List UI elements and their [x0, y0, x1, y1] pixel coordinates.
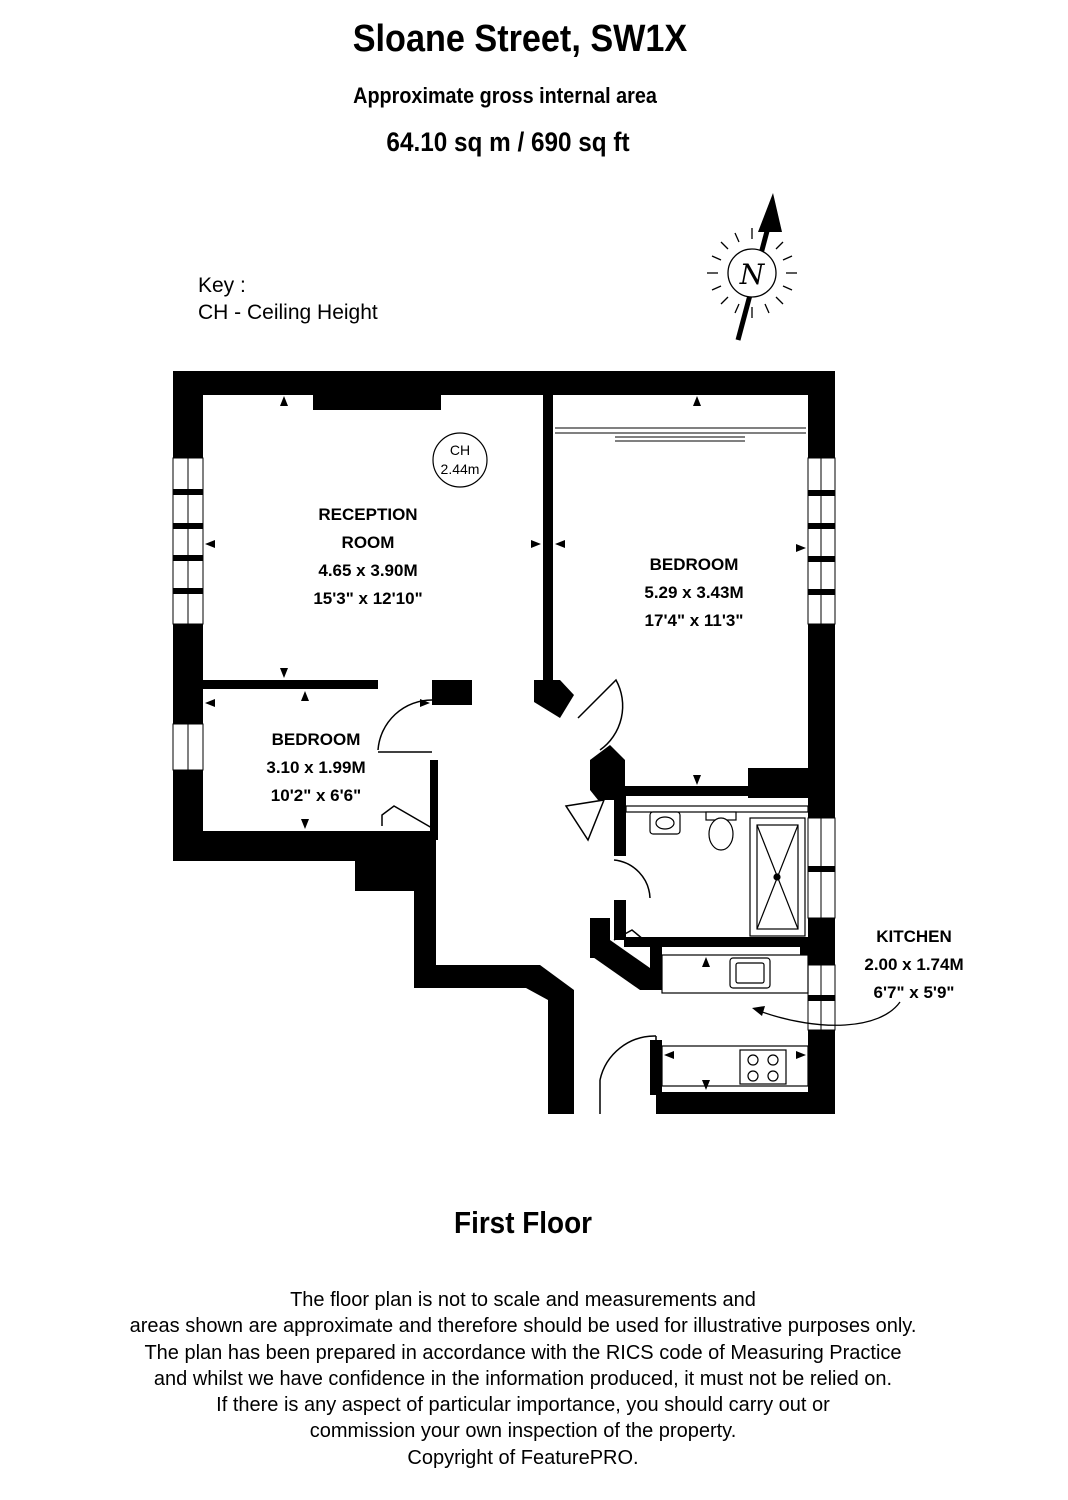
door-entrance	[599, 1035, 657, 1114]
room-reception: RECEPTION ROOM 4.65 x 3.90M 15'3" x 12'1…	[313, 505, 422, 608]
callout-arrow-icon	[752, 1006, 765, 1016]
compass: N	[707, 193, 797, 341]
room-dimensions-metric: 2.00 x 1.74M	[864, 955, 963, 974]
disclaimer-line: If there is any aspect of particular imp…	[216, 1394, 830, 1417]
room-dimensions-imperial: 10'2" x 6'6"	[271, 786, 361, 805]
door-small-bedroom	[377, 699, 433, 753]
room-dimensions-metric: 4.65 x 3.90M	[318, 561, 417, 580]
door-bedroom-main	[577, 678, 624, 751]
room-dimensions-imperial: 15'3" x 12'10"	[313, 589, 422, 608]
kitchen-callout	[752, 1001, 901, 1026]
area-subtitle: Approximate gross internal area	[353, 83, 657, 108]
key-heading: Key :	[198, 274, 246, 297]
wardrobe-sliding-doors	[555, 427, 806, 442]
bathroom-fixtures	[625, 805, 809, 937]
disclaimer-line: The floor plan is not to scale and measu…	[290, 1289, 756, 1311]
fixtures	[625, 805, 809, 1087]
ceiling-height-value: 2.44m	[441, 461, 480, 477]
window-bathroom	[807, 817, 836, 919]
windows	[172, 427, 836, 1031]
room-name: BEDROOM	[650, 555, 739, 574]
room-dimensions-imperial: 6'7" x 5'9"	[874, 983, 955, 1002]
key-item-ceiling-height: CH - Ceiling Height	[198, 301, 378, 324]
compass-label: N	[739, 258, 766, 291]
door-bathroom	[564, 799, 651, 899]
room-name: RECEPTION	[318, 505, 417, 524]
doors	[377, 678, 657, 1114]
window-bedroom-main	[807, 457, 836, 625]
measurement-arrows	[205, 396, 806, 1090]
window-reception	[172, 457, 204, 625]
room-dimensions-metric: 3.10 x 1.99M	[266, 758, 365, 777]
floor-label: First Floor	[454, 1205, 592, 1240]
ceiling-height-marker: CH 2.44m	[432, 432, 488, 488]
disclaimer-line: and whilst we have confidence in the inf…	[153, 1367, 893, 1390]
room-dimensions-metric: 5.29 x 3.43M	[644, 583, 743, 602]
door-wardrobe-small	[381, 805, 433, 829]
disclaimer-line: areas shown are approximate and therefor…	[129, 1315, 917, 1338]
disclaimer: The floor plan is not to scale and measu…	[0, 1287, 1046, 1471]
disclaimer-line: commission your own inspection of the pr…	[309, 1420, 737, 1443]
compass-rose-icon	[707, 228, 797, 318]
room-kitchen: KITCHEN 2.00 x 1.74M 6'7" x 5'9"	[864, 927, 963, 1002]
page-title: Sloane Street, SW1X	[352, 18, 688, 60]
door-storage	[613, 929, 651, 946]
gross-area: 64.10 sq m / 690 sq ft	[386, 127, 630, 157]
ceiling-height-label: CH	[450, 442, 470, 458]
room-name: ROOM	[342, 533, 395, 552]
disclaimer-line: The plan has been prepared in accordance…	[144, 1341, 902, 1364]
room-dimensions-imperial: 17'4" x 11'3"	[645, 611, 744, 630]
key-legend: Key : CH - Ceiling Height	[198, 272, 378, 326]
window-small-bedroom	[172, 723, 204, 771]
room-name: KITCHEN	[876, 927, 952, 946]
room-name: BEDROOM	[272, 730, 361, 749]
kitchen-fixtures	[661, 954, 809, 1087]
room-bedroom-small: BEDROOM 3.10 x 1.99M 10'2" x 6'6"	[266, 730, 365, 805]
room-bedroom-main: BEDROOM 5.29 x 3.43M 17'4" x 11'3"	[644, 555, 743, 630]
window-kitchen	[807, 964, 836, 1031]
copyright: Copyright of FeaturePRO.	[407, 1446, 639, 1469]
